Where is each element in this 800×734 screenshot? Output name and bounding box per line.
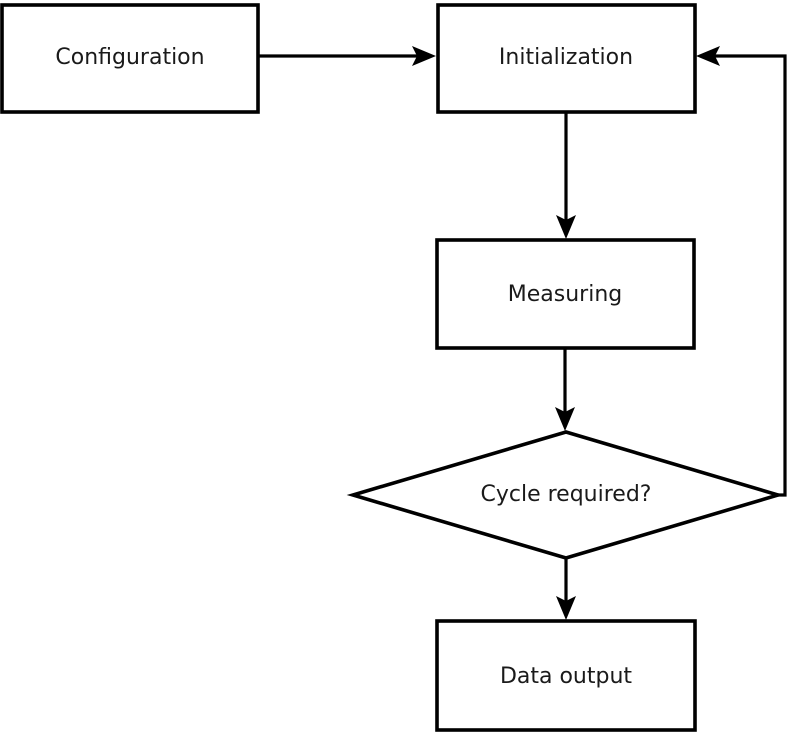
node-initialization-shape[interactable] bbox=[436, 3, 697, 114]
edge-cycle-required-to-initialization-feedback bbox=[696, 46, 787, 497]
edge-line bbox=[705, 54, 787, 497]
arrow-head-icon bbox=[412, 46, 436, 66]
node-configuration-label: Configuration bbox=[55, 45, 204, 70]
edge-cycle-required-to-data-output bbox=[556, 558, 576, 620]
arrow-head-icon bbox=[556, 596, 576, 620]
arrow-head-icon bbox=[696, 46, 720, 66]
node-cycle-required-label: Cycle required? bbox=[481, 482, 652, 507]
node-cycle-required-shape[interactable] bbox=[346, 430, 785, 560]
node-data-output-shape[interactable] bbox=[435, 619, 697, 732]
node-measuring-shape[interactable] bbox=[435, 238, 696, 350]
node-data-output[interactable]: Data output bbox=[435, 619, 697, 732]
edge-configuration-to-initialization bbox=[258, 46, 436, 66]
node-configuration[interactable]: Configuration bbox=[0, 3, 260, 114]
arrow-head-icon bbox=[555, 407, 575, 431]
edge-measuring-to-cycle-required bbox=[555, 348, 575, 431]
node-cycle-required[interactable]: Cycle required? bbox=[346, 430, 785, 560]
node-configuration-shape[interactable] bbox=[0, 3, 260, 114]
node-data-output-label: Data output bbox=[500, 664, 632, 689]
node-measuring[interactable]: Measuring bbox=[435, 238, 696, 350]
node-measuring-label: Measuring bbox=[508, 282, 622, 307]
node-initialization-label: Initialization bbox=[499, 45, 633, 70]
node-initialization[interactable]: Initialization bbox=[436, 3, 697, 114]
edge-initialization-to-measuring bbox=[556, 112, 576, 239]
arrow-head-icon bbox=[556, 215, 576, 239]
node-layer: Configuration Initialization Measuring C… bbox=[0, 3, 785, 732]
